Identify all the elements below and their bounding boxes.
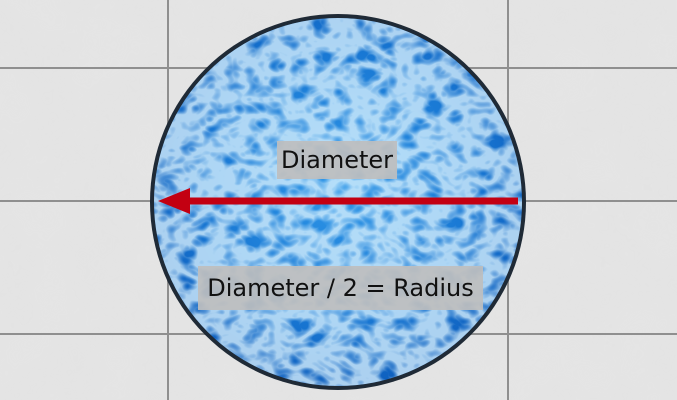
diameter-label: Diameter bbox=[277, 141, 397, 179]
left-arrow-icon bbox=[158, 188, 518, 214]
radius-formula-label: Diameter / 2 = Radius bbox=[198, 266, 483, 310]
